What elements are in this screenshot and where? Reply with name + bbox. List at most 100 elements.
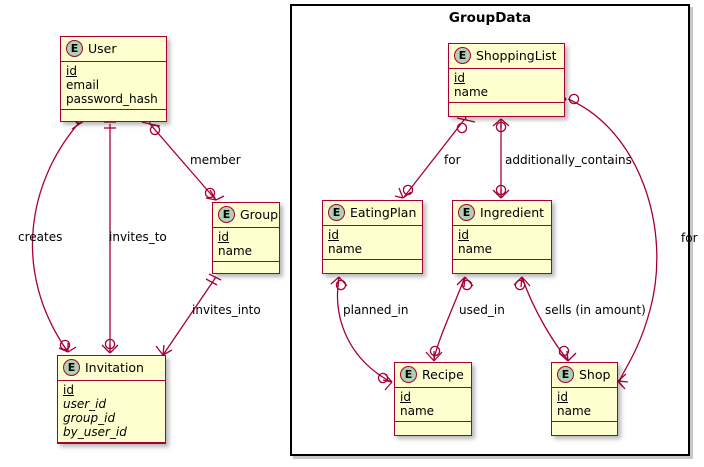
entity-ingredient[interactable]: E Ingredient id name bbox=[452, 200, 552, 274]
entity-shop-name: Shop bbox=[579, 367, 611, 382]
entity-group-name: Group bbox=[240, 207, 279, 222]
entity-badge-icon: E bbox=[328, 204, 345, 221]
crowfoot-addcontains-ingredient bbox=[492, 189, 510, 199]
crowfoot-usedin-recipe bbox=[425, 351, 443, 362]
exactly-one-invites-to-user bbox=[104, 121, 116, 129]
entity-eatingplan-name: EatingPlan bbox=[350, 205, 417, 220]
entity-ingredient-header: E Ingredient bbox=[453, 201, 551, 226]
crowfoot-plannedin-recipe bbox=[382, 373, 393, 391]
entity-shoppinglist[interactable]: E ShoppingList id name bbox=[448, 43, 565, 117]
attribute-name: name bbox=[400, 404, 435, 418]
entity-shop-attributes: id name bbox=[552, 388, 617, 422]
attribute-by-user-id: by_user_id bbox=[63, 425, 127, 439]
crowfoot-sells-shop bbox=[558, 350, 577, 362]
entity-shop-footer bbox=[552, 422, 617, 431]
attribute-id: id bbox=[328, 228, 339, 242]
attribute-name: name bbox=[328, 242, 363, 256]
attribute-name: name bbox=[218, 244, 253, 258]
exactly-one-invites-into-group bbox=[205, 273, 222, 286]
ring-forshop-shoppinglist bbox=[568, 93, 580, 105]
link-used-in bbox=[433, 276, 466, 361]
entity-invitation-attributes: id user_id group_id by_user_id bbox=[58, 381, 165, 443]
entity-user[interactable]: E User id email password_hash bbox=[60, 36, 167, 122]
link-for-eatingplan bbox=[403, 119, 465, 198]
entity-user-footer bbox=[61, 110, 166, 119]
entity-shoppinglist-name: ShoppingList bbox=[476, 48, 557, 63]
entity-shop[interactable]: E Shop id name bbox=[551, 362, 618, 436]
relationship-label-additionally-contains: additionally_contains bbox=[505, 153, 632, 167]
entity-eatingplan-attributes: id name bbox=[323, 226, 422, 260]
entity-eatingplan-footer bbox=[323, 260, 422, 269]
relationship-label-creates: creates bbox=[18, 230, 63, 244]
relationship-label-used-in: used_in bbox=[459, 303, 505, 317]
entity-group[interactable]: E Group id name bbox=[212, 202, 280, 274]
relationship-label-for-shop: for bbox=[681, 231, 698, 245]
ring-creates-invitation bbox=[59, 339, 71, 351]
entity-invitation-header: E Invitation bbox=[58, 356, 165, 381]
attribute-id: id bbox=[458, 228, 469, 242]
relationship-label-sells: sells (in amount) bbox=[545, 303, 646, 317]
entity-invitation[interactable]: E Invitation id user_id group_id by_user… bbox=[57, 355, 166, 444]
ring-usedin-recipe bbox=[429, 345, 441, 357]
attribute-id: id bbox=[454, 71, 465, 85]
entity-eatingplan-header: E EatingPlan bbox=[323, 201, 422, 226]
entity-user-name: User bbox=[88, 41, 117, 56]
entity-shoppinglist-footer bbox=[449, 103, 564, 112]
package-groupdata: GroupData bbox=[290, 4, 690, 456]
relationship-label-for-eatingplan: for bbox=[444, 153, 461, 167]
entity-invitation-name: Invitation bbox=[85, 360, 144, 375]
crowfoot-addcontains-shoppinglist bbox=[492, 118, 510, 128]
link-planned-in bbox=[336, 276, 392, 383]
attribute-id: id bbox=[557, 390, 568, 404]
entity-shoppinglist-attributes: id name bbox=[449, 69, 564, 103]
package-title: GroupData bbox=[448, 10, 532, 26]
link-member bbox=[149, 123, 216, 200]
attribute-id: id bbox=[66, 64, 77, 78]
attribute-email: email bbox=[66, 78, 100, 92]
entity-shop-header: E Shop bbox=[552, 363, 617, 388]
entity-badge-icon: E bbox=[66, 40, 83, 57]
entity-shoppinglist-header: E ShoppingList bbox=[449, 44, 564, 69]
entity-recipe-footer bbox=[395, 422, 471, 431]
entity-user-header: E User bbox=[61, 37, 166, 62]
crowfoot-invites-to-invitation bbox=[101, 344, 119, 354]
attribute-name: name bbox=[454, 85, 489, 99]
entity-group-attributes: id name bbox=[213, 228, 279, 262]
crowfoot-member-group bbox=[205, 189, 225, 201]
crowfoot-for-eatingplan bbox=[394, 187, 412, 199]
crowfoot-sells-ingredient bbox=[513, 276, 531, 288]
entity-recipe[interactable]: E Recipe id name bbox=[394, 362, 472, 436]
entity-ingredient-name: Ingredient bbox=[480, 205, 545, 220]
entity-badge-icon: E bbox=[400, 366, 417, 383]
entity-group-footer bbox=[213, 262, 279, 271]
attribute-id: id bbox=[63, 383, 74, 397]
entity-badge-icon: E bbox=[557, 366, 574, 383]
crowfoot-creates-invitation bbox=[58, 343, 77, 353]
relationship-label-invites-to: invites_to bbox=[109, 230, 167, 244]
ring-member-group bbox=[204, 187, 216, 199]
entity-user-attributes: id email password_hash bbox=[61, 62, 166, 110]
attribute-name: name bbox=[557, 404, 592, 418]
entity-badge-icon: E bbox=[63, 359, 80, 376]
entity-badge-icon: E bbox=[458, 204, 475, 221]
attribute-id: id bbox=[218, 230, 229, 244]
ring-for-shoppinglist bbox=[456, 122, 468, 134]
attribute-name: name bbox=[458, 242, 493, 256]
link-invites-into bbox=[162, 276, 217, 356]
relationship-label-planned-in: planned_in bbox=[343, 303, 409, 317]
crowfoot-plannedin-eatingplan bbox=[330, 276, 348, 288]
relationship-label-invites-into: invites_into bbox=[192, 303, 261, 317]
entity-recipe-name: Recipe bbox=[422, 367, 464, 382]
entity-ingredient-attributes: id name bbox=[453, 226, 551, 260]
link-creates bbox=[31, 123, 79, 353]
attribute-group-id: group_id bbox=[63, 411, 116, 425]
entity-badge-icon: E bbox=[218, 206, 235, 223]
entity-eatingplan[interactable]: E EatingPlan id name bbox=[322, 200, 423, 274]
entity-invitation-footer bbox=[58, 443, 165, 452]
entity-ingredient-footer bbox=[453, 260, 551, 269]
ring-sells-ingredient bbox=[514, 279, 526, 291]
entity-recipe-header: E Recipe bbox=[395, 363, 471, 388]
entity-recipe-attributes: id name bbox=[395, 388, 471, 422]
ring-sells-shop bbox=[558, 345, 570, 357]
